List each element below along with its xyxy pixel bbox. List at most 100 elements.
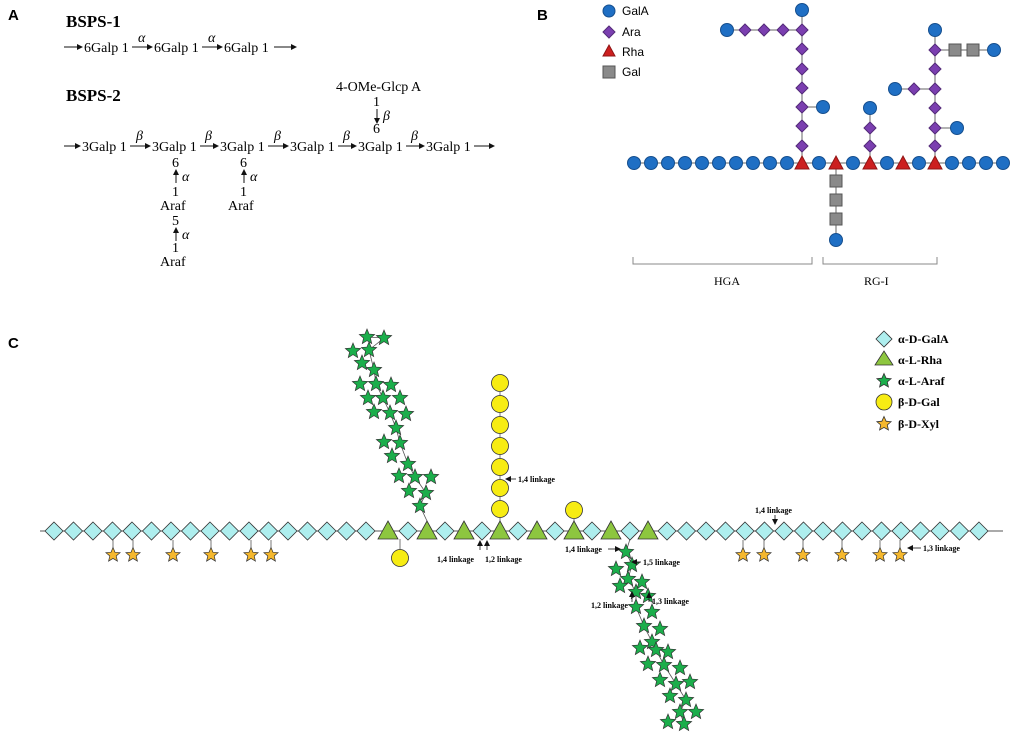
araf-residue bbox=[387, 419, 405, 436]
branch1-araf-2: Araf bbox=[160, 255, 186, 270]
araf-residue bbox=[661, 687, 679, 704]
araf-residue bbox=[383, 447, 401, 464]
araf-residue bbox=[374, 389, 392, 406]
gala-residue bbox=[712, 156, 726, 170]
gala-residue bbox=[239, 521, 259, 541]
araf-residue bbox=[411, 497, 429, 514]
gala-residue bbox=[746, 156, 760, 170]
ara-residue bbox=[795, 81, 809, 95]
araf-residue bbox=[651, 671, 669, 688]
linkage-label: 1,4 linkage bbox=[518, 475, 555, 484]
gala-residue bbox=[930, 521, 950, 541]
gala-residue bbox=[435, 521, 455, 541]
panel-b-label: B bbox=[537, 7, 548, 24]
bsps2-title: BSPS-2 bbox=[66, 86, 121, 105]
gal-residue bbox=[391, 549, 409, 567]
gala-residue bbox=[813, 521, 833, 541]
bsps2-residue-6: 3Galp 1 bbox=[426, 140, 471, 155]
ara-residue bbox=[795, 119, 809, 133]
xyl-residue bbox=[243, 546, 259, 562]
gala-residue bbox=[356, 521, 376, 541]
legend-xyl-star-icon bbox=[875, 415, 893, 431]
gala-residue bbox=[472, 521, 492, 541]
branch2-link: α bbox=[250, 170, 258, 185]
bsps2-residue-1: 3Galp 1 bbox=[82, 140, 127, 155]
gala-residue bbox=[871, 521, 892, 541]
araf-residue bbox=[375, 433, 393, 450]
araf-residue bbox=[651, 620, 669, 637]
gala-residue bbox=[996, 156, 1010, 170]
xyl-residue bbox=[834, 546, 850, 562]
gal-residue bbox=[948, 43, 962, 57]
rha-residue bbox=[828, 154, 844, 170]
araf-residue bbox=[406, 468, 424, 485]
gala-residue bbox=[545, 521, 565, 541]
araf-residue bbox=[422, 468, 440, 485]
araf-residue bbox=[647, 641, 665, 658]
araf-residue bbox=[619, 570, 637, 587]
gala-residue bbox=[816, 100, 830, 114]
branch2-num1: 1 bbox=[240, 185, 247, 200]
gala-residue bbox=[141, 521, 162, 541]
araf-residue bbox=[639, 655, 657, 672]
araf-residue bbox=[659, 643, 677, 660]
bsps2-link-4: β bbox=[342, 129, 350, 144]
gala-residue bbox=[949, 521, 970, 541]
araf-residue bbox=[382, 376, 400, 393]
linkage-label: 1,3 linkage bbox=[652, 597, 689, 606]
gala-residue bbox=[754, 521, 775, 541]
xyl-residue bbox=[795, 546, 811, 562]
gala-residue bbox=[627, 156, 641, 170]
gala-residue bbox=[945, 156, 959, 170]
rha-residue bbox=[377, 520, 399, 540]
bsps1-residue-2: 6Galp 1 bbox=[154, 41, 199, 56]
gala-residue bbox=[979, 156, 993, 170]
araf-residue bbox=[659, 713, 677, 730]
legend-gala-diamond-icon bbox=[875, 330, 893, 348]
gal-residue bbox=[491, 479, 509, 497]
legend-gal-circle-icon bbox=[875, 393, 893, 411]
gala-residue bbox=[336, 521, 357, 541]
ara-residue bbox=[863, 121, 877, 135]
legend-gala-circle-icon bbox=[602, 4, 616, 18]
gala-residue bbox=[695, 156, 709, 170]
ara-residue bbox=[795, 139, 809, 153]
rg1-label: RG-I bbox=[864, 274, 889, 288]
rha-residue bbox=[563, 520, 585, 540]
legend-c-araf: α-L-Araf bbox=[898, 374, 946, 388]
gal-residue bbox=[491, 437, 509, 455]
gala-residue bbox=[278, 521, 298, 541]
gala-residue bbox=[180, 521, 201, 541]
linkage-label: 1,4 linkage bbox=[565, 545, 602, 554]
gala-residue bbox=[161, 521, 181, 541]
xyl-residue bbox=[735, 546, 751, 562]
xyl-residue bbox=[872, 546, 888, 562]
gal-residue bbox=[829, 212, 843, 226]
araf-residue bbox=[607, 560, 625, 577]
ara-residue bbox=[757, 23, 771, 37]
gal-residue bbox=[491, 374, 509, 392]
araf-residue bbox=[677, 691, 695, 708]
araf-residue bbox=[365, 403, 383, 420]
panel-b: B GalA Ara Rha Gal bbox=[537, 3, 1010, 288]
linkage-arrows bbox=[477, 476, 921, 602]
araf-residue bbox=[643, 603, 661, 620]
bsps2-link-5: β bbox=[410, 129, 418, 144]
araf-residue bbox=[617, 543, 635, 560]
bsps2-link-3: β bbox=[273, 129, 281, 144]
legend-ara-label: Ara bbox=[622, 25, 641, 39]
panel-a-label: A bbox=[8, 7, 19, 24]
bsps2-glcpa: 4-OMe-Glcp A bbox=[336, 80, 422, 95]
gala-residue bbox=[863, 101, 877, 115]
araf-residue bbox=[633, 573, 651, 590]
xyl-residue bbox=[125, 546, 141, 562]
gal-residue bbox=[491, 458, 509, 476]
xyl-residue bbox=[203, 546, 219, 562]
bsps2-residue-3: 3Galp 1 bbox=[220, 140, 265, 155]
bsps2-link-2: β bbox=[204, 129, 212, 144]
gala-residue bbox=[852, 521, 872, 541]
araf-residue bbox=[360, 341, 378, 358]
branch1-araf-1: Araf bbox=[160, 199, 186, 214]
ara-residue bbox=[738, 23, 752, 37]
araf-residue bbox=[671, 703, 689, 720]
